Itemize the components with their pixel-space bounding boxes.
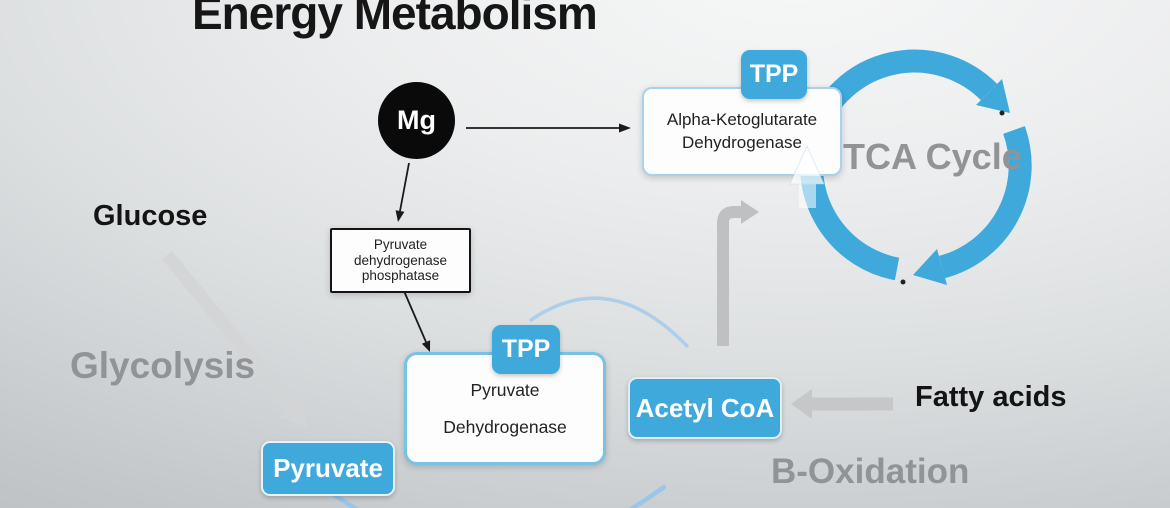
- alpha-ketoglutarate-dehydrogenase-box: Alpha-Ketoglutarate Dehydrogenase: [642, 87, 842, 176]
- acetyl-to-tca-arrow: [717, 200, 759, 346]
- fatty-acids-label: Fatty acids: [915, 381, 1067, 413]
- glycolysis-arrow: [161, 250, 307, 427]
- pyruvate-badge: Pyruvate: [261, 441, 395, 496]
- pdh-line2: Dehydrogenase: [443, 416, 567, 437]
- phosphatase-line1: Pyruvate: [373, 236, 428, 252]
- tpp-badge-pdh: TPP: [492, 325, 560, 374]
- fatty-acids-arrow: [791, 389, 893, 419]
- tca-dot-top: [999, 110, 1005, 116]
- b-oxidation-label: B-Oxidation: [771, 452, 970, 491]
- akgdh-line2: Dehydrogenase: [681, 132, 803, 152]
- tpp-label: TPP: [501, 335, 551, 363]
- tpp-label: TPP: [749, 60, 799, 88]
- glycolysis-label: Glycolysis: [70, 345, 256, 386]
- glucose-label: Glucose: [93, 200, 208, 232]
- mg-to-phosphatase-arrow: [395, 162, 410, 222]
- phosphatase-to-pdh-arrow: [403, 290, 431, 352]
- mg-label: Mg: [397, 105, 436, 135]
- page-title: Energy Metabolism: [192, 0, 598, 39]
- mg-node: Mg: [378, 82, 455, 159]
- phosphatase-line3: phosphatase: [361, 268, 440, 284]
- tca-cycle-label: TCA Cycle: [843, 136, 1022, 177]
- akgdh-line1: Alpha-Ketoglutarate: [666, 110, 818, 130]
- pdh-line1: Pyruvate: [470, 379, 540, 400]
- phosphatase-line2: dehydrogenase: [353, 252, 448, 268]
- mg-to-akgdh-arrow: [466, 123, 631, 133]
- tca-dot-bottom: [900, 279, 906, 285]
- acetyl-coa-label: Acetyl CoA: [635, 392, 775, 423]
- pyruvate-label: Pyruvate: [273, 453, 383, 483]
- tpp-badge-akgdh: TPP: [741, 50, 807, 99]
- pyruvate-dehydrogenase-box: Pyruvate Dehydrogenase: [404, 352, 606, 465]
- pyruvate-dehydrogenase-phosphatase-box: Pyruvate dehydrogenase phosphatase: [330, 228, 471, 293]
- tca-arrowhead-top: [976, 79, 1010, 113]
- tca-arrowhead-right: [913, 249, 947, 285]
- acetyl-coa-badge: Acetyl CoA: [628, 377, 782, 439]
